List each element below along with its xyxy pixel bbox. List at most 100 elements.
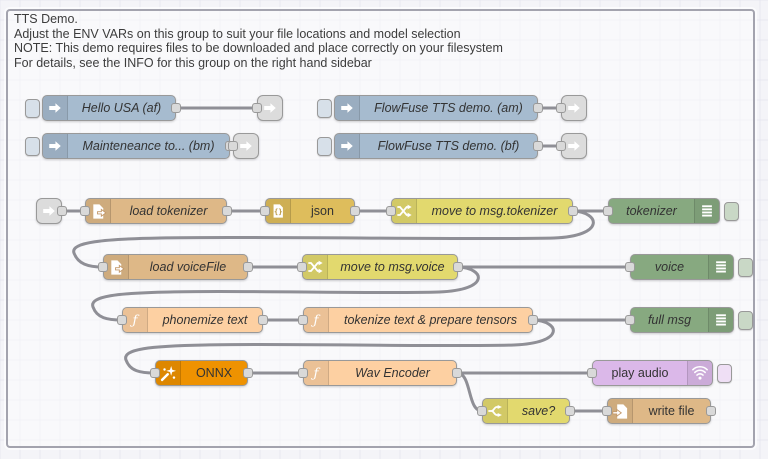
- node-phonemize-text[interactable]: ƒ phonemize text: [122, 307, 263, 333]
- node-label: phonemize text: [148, 313, 262, 327]
- node-link-out-flowfuse-am[interactable]: [561, 95, 587, 121]
- node-json[interactable]: {} json: [265, 198, 355, 224]
- input-port[interactable]: [298, 315, 308, 325]
- node-debug-voice[interactable]: voice: [630, 254, 734, 280]
- inject-arrow-icon: [335, 134, 360, 158]
- node-label: Hello USA (af): [68, 101, 175, 115]
- inject-hello-usa-button[interactable]: [25, 99, 40, 118]
- input-port[interactable]: [603, 206, 613, 216]
- node-move-to-msg-voice[interactable]: move to msg.voice: [302, 254, 458, 280]
- node-save-switch[interactable]: save?: [482, 398, 570, 424]
- output-port[interactable]: [57, 206, 67, 216]
- node-link-out-flowfuse-bf[interactable]: [561, 133, 587, 159]
- link-in-icon: [41, 199, 57, 223]
- node-label: Wav Encoder: [329, 366, 456, 380]
- input-port[interactable]: [80, 206, 90, 216]
- input-port[interactable]: [386, 206, 396, 216]
- input-port[interactable]: [228, 141, 238, 151]
- node-label: load voiceFile: [129, 260, 247, 274]
- input-port[interactable]: [98, 262, 108, 272]
- node-label: write file: [633, 404, 710, 418]
- input-port[interactable]: [252, 103, 262, 113]
- input-port[interactable]: [602, 406, 612, 416]
- audio-waves-icon: [687, 361, 712, 385]
- inject-flowfuse-bf-button[interactable]: [317, 137, 332, 156]
- node-label: tokenizer: [609, 204, 694, 218]
- node-load-tokenizer[interactable]: load tokenizer: [85, 198, 227, 224]
- node-inject-flowfuse-bf[interactable]: FlowFuse TTS demo. (bf): [334, 133, 538, 159]
- output-port[interactable]: [533, 103, 543, 113]
- debug-full-msg-button[interactable]: [738, 311, 753, 330]
- node-write-file[interactable]: write file: [607, 398, 711, 424]
- debug-list-icon: [708, 308, 733, 332]
- debug-list-icon: [708, 255, 733, 279]
- input-port[interactable]: [150, 368, 160, 378]
- node-label: load tokenizer: [111, 204, 226, 218]
- inject-arrow-icon: [335, 96, 360, 120]
- svg-text:ƒ: ƒ: [311, 366, 321, 381]
- output-port[interactable]: [568, 206, 578, 216]
- input-port[interactable]: [117, 315, 127, 325]
- input-port[interactable]: [477, 406, 487, 416]
- node-label: json: [291, 204, 354, 218]
- node-play-audio[interactable]: play audio: [592, 360, 713, 386]
- input-port[interactable]: [625, 262, 635, 272]
- node-label: play audio: [593, 366, 687, 380]
- svg-text:ƒ: ƒ: [130, 313, 140, 328]
- debug-tokenizer-button[interactable]: [724, 202, 739, 221]
- node-debug-tokenizer[interactable]: tokenizer: [608, 198, 720, 224]
- debug-list-icon: [694, 199, 719, 223]
- node-inject-flowfuse-am[interactable]: FlowFuse TTS demo. (am): [334, 95, 538, 121]
- play-audio-button[interactable]: [717, 364, 732, 383]
- node-label: full msg: [631, 313, 708, 327]
- node-onnx[interactable]: ONNX: [155, 360, 248, 386]
- node-load-voicefile[interactable]: load voiceFile: [103, 254, 248, 280]
- debug-voice-button[interactable]: [738, 258, 753, 277]
- output-port[interactable]: [243, 262, 253, 272]
- output-port[interactable]: [222, 206, 232, 216]
- output-port[interactable]: [350, 206, 360, 216]
- node-link-in-main[interactable]: [36, 198, 62, 224]
- input-port[interactable]: [297, 262, 307, 272]
- input-port[interactable]: [260, 206, 270, 216]
- node-label: save?: [508, 404, 569, 418]
- node-wav-encoder[interactable]: ƒ Wav Encoder: [303, 360, 457, 386]
- node-move-to-msg-tokenizer[interactable]: move to msg.tokenizer: [391, 198, 573, 224]
- input-port[interactable]: [556, 103, 566, 113]
- node-link-out-maintenance[interactable]: [233, 133, 259, 159]
- output-port[interactable]: [258, 315, 268, 325]
- input-port[interactable]: [625, 315, 635, 325]
- node-inject-maintenance[interactable]: Mainteneance to... (bm): [42, 133, 230, 159]
- output-port[interactable]: [171, 103, 181, 113]
- output-port[interactable]: [528, 315, 538, 325]
- input-port[interactable]: [298, 368, 308, 378]
- input-port[interactable]: [556, 141, 566, 151]
- output-port[interactable]: [452, 368, 462, 378]
- node-debug-full-msg[interactable]: full msg: [630, 307, 734, 333]
- output-port[interactable]: [533, 141, 543, 151]
- node-label: Mainteneance to... (bm): [68, 139, 229, 153]
- node-label: FlowFuse TTS demo. (am): [360, 101, 537, 115]
- node-inject-hello-usa[interactable]: Hello USA (af): [42, 95, 176, 121]
- output-port[interactable]: [706, 406, 716, 416]
- node-label: move to msg.voice: [328, 260, 457, 274]
- node-label: ONNX: [181, 366, 247, 380]
- link-out-icon: [262, 96, 278, 120]
- inject-arrow-icon: [43, 96, 68, 120]
- link-out-icon: [566, 96, 582, 120]
- inject-arrow-icon: [43, 134, 68, 158]
- inject-maintenance-button[interactable]: [25, 137, 40, 156]
- output-port[interactable]: [453, 262, 463, 272]
- input-port[interactable]: [587, 368, 597, 378]
- node-label: tokenize text & prepare tensors: [329, 313, 532, 327]
- node-tokenize-prepare-tensors[interactable]: ƒ tokenize text & prepare tensors: [303, 307, 533, 333]
- output-port[interactable]: [243, 368, 253, 378]
- svg-text:ƒ: ƒ: [311, 313, 321, 328]
- output-port[interactable]: [565, 406, 575, 416]
- node-link-out-hello-usa[interactable]: [257, 95, 283, 121]
- svg-text:{}: {}: [274, 207, 283, 216]
- node-label: voice: [631, 260, 708, 274]
- inject-flowfuse-am-button[interactable]: [317, 99, 332, 118]
